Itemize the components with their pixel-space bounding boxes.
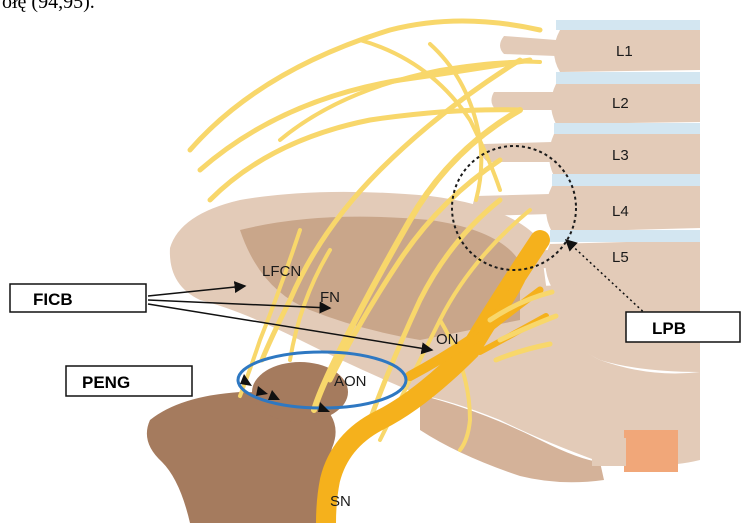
label-ficb: FICB [33,290,73,309]
label-fn: FN [320,289,340,306]
label-l1: L1 [616,43,633,60]
tendon [592,438,626,466]
label-peng: PENG [82,373,130,392]
label-aon: AON [334,373,367,390]
label-sn: SN [330,493,351,510]
label-lpb: LPB [652,319,686,338]
disc [556,20,700,30]
label-lfcn: LFCN [262,263,301,280]
disc [556,72,700,84]
lpb-box: LPB [626,312,740,342]
disc [554,123,700,134]
disc [552,174,700,186]
label-on: ON [436,331,459,348]
disc [550,230,700,242]
header-fragment: ołę (94,95). [2,0,95,13]
label-l5: L5 [612,249,629,266]
label-l4: L4 [612,203,629,220]
label-l2: L2 [612,95,629,112]
label-l3: L3 [612,147,629,164]
tendon [624,430,678,472]
transverse-process [500,36,556,56]
peng-box: PENG [66,366,192,396]
ficb-box: FICB [10,284,146,312]
